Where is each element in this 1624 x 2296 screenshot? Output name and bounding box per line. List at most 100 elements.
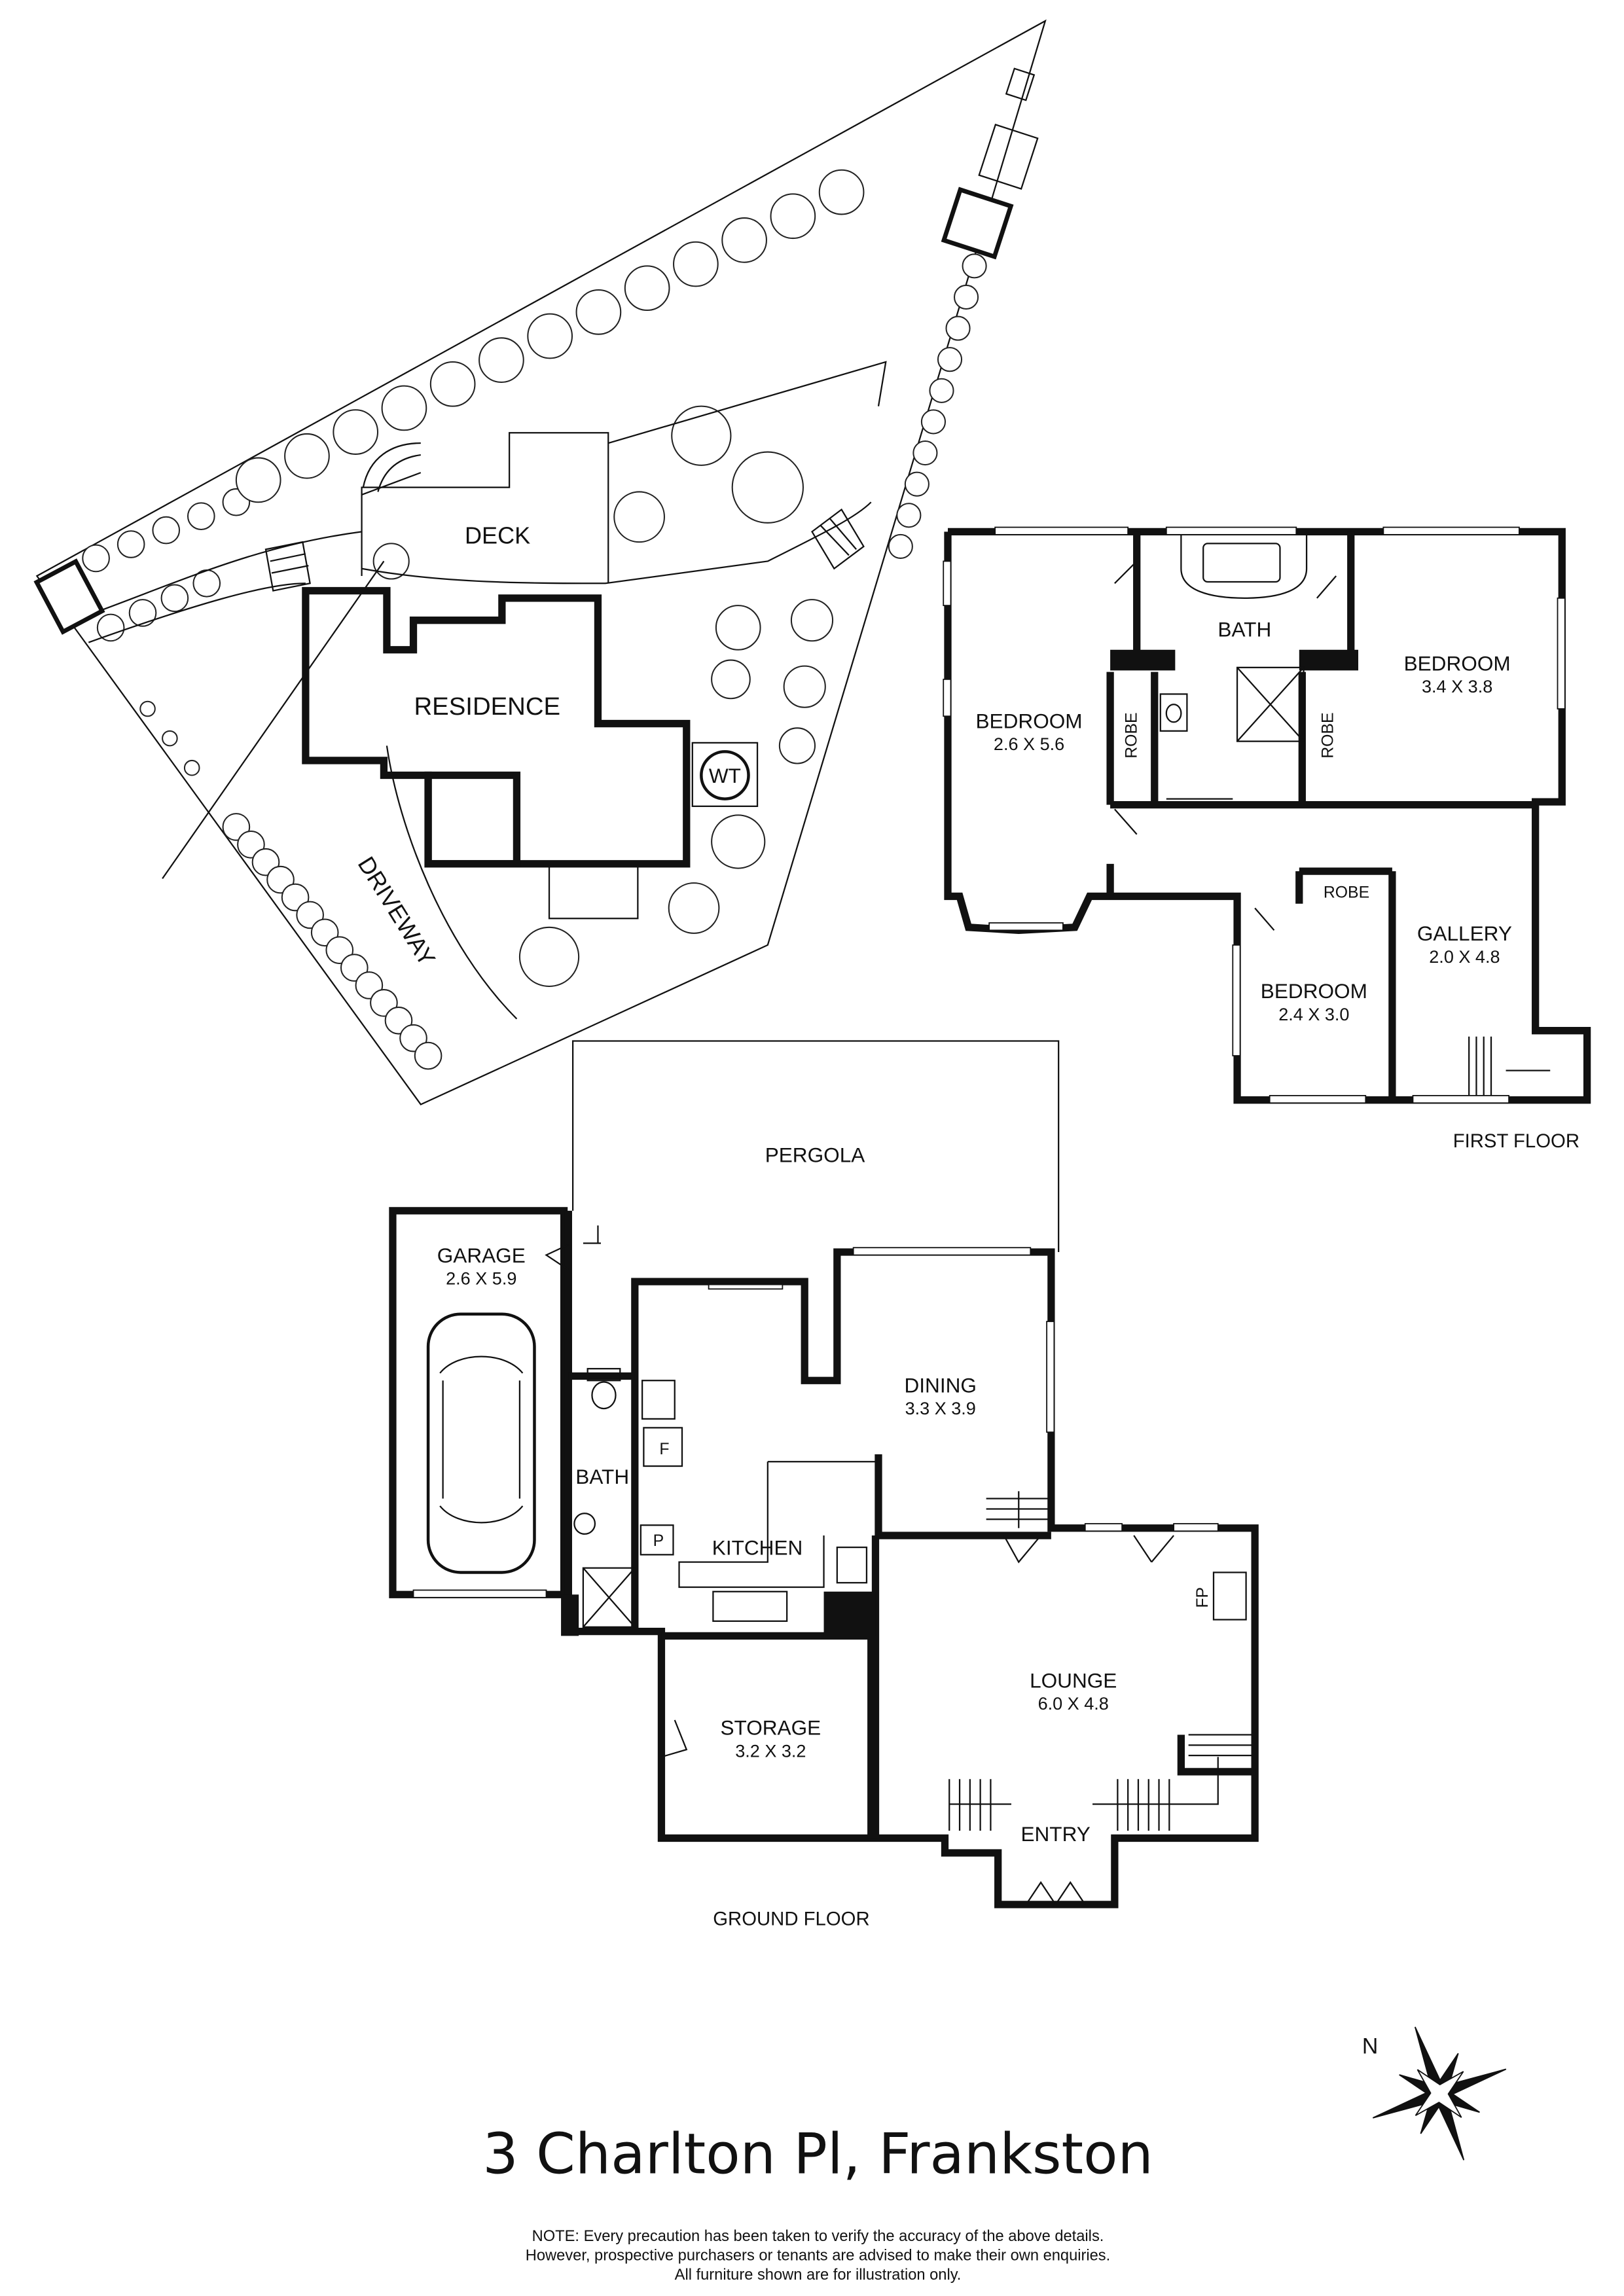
tree [912,440,938,466]
tree [183,759,200,776]
tree [668,882,720,934]
tree [790,599,834,642]
bedroom-3-label: BEDROOM [1261,979,1367,1003]
robe-label: ROBE [1320,712,1337,758]
tree [372,543,410,580]
robe-label: ROBE [1324,884,1369,902]
disclaimer-line: All furniture shown are for illustration… [675,2267,962,2284]
tree [139,700,156,717]
tree [429,361,476,407]
tree [381,385,427,431]
tree [673,241,719,287]
tree [128,599,157,627]
ground-floor-windows [708,1247,1219,1532]
tree [937,347,963,372]
garage-label: GARAGE [437,1244,526,1267]
trees [82,169,987,1070]
tree [731,451,804,524]
property-address: 3 Charlton Pl, Frankston [482,2121,1153,2187]
tree [333,409,379,455]
tree [478,337,524,383]
bath-fixtures [1114,534,1551,1096]
tree [414,1041,442,1070]
tree [778,727,816,764]
bedroom-2-size: 3.4 X 3.8 [1422,677,1492,696]
tree [575,289,622,335]
residence-outline [302,586,691,868]
ground-floor-outer-wall [564,1210,1259,1909]
tree [721,217,767,263]
ground-floor-title: GROUND FLOOR [713,1908,869,1929]
lounge-size: 6.0 X 4.8 [1038,1694,1109,1713]
tree [162,730,178,747]
tree [715,605,761,651]
tree [624,265,670,312]
driveway-label: DRIVEWAY [353,852,441,971]
deck-outline [361,432,609,584]
storage-size: 3.2 X 3.2 [735,1741,806,1761]
ground-floor-fixtures [545,1225,1252,1905]
pergola-label: PERGOLA [765,1143,865,1166]
tree [235,457,281,503]
first-floor-title: FIRST FLOOR [1453,1130,1579,1152]
tree [152,516,181,545]
tree [160,584,189,613]
garden-path [73,501,872,1020]
tree [896,503,922,528]
garden-path [162,361,887,880]
storage-label: STORAGE [720,1716,821,1740]
tree [518,926,580,988]
gallery-label: GALLERY [1417,922,1512,945]
water-tank-label: WT [709,764,741,787]
shed [33,558,105,635]
water-tank-pad [691,742,759,807]
first-floor-windows [943,526,1566,1104]
residence-label: RESIDENCE [414,692,560,721]
tree [671,405,732,466]
first-floor: BEDROOM 2.6 X 5.6 BATH BEDROOM 3.4 X 3.8… [943,526,1591,1152]
deck-label: DECK [465,522,530,548]
tree [954,284,979,310]
gallery-size: 2.0 X 4.8 [1429,947,1500,967]
dining-label: DINING [904,1373,976,1397]
ground-floor: PERGOLA GARAGE 2.6 X 5.9 DINING 3.3 X 3.… [389,1040,1259,1929]
site-boundary [35,19,1047,1105]
tree [117,530,145,558]
fridge-label: F [659,1441,669,1458]
structure [1005,67,1036,101]
tree [920,409,947,435]
bedroom-2-label: BEDROOM [1404,651,1511,675]
bedroom-1-label: BEDROOM [976,709,1083,732]
disclaimer-line: NOTE: Every precaution has been taken to… [532,2228,1104,2245]
north-label: N [1362,2034,1378,2059]
tree [904,471,929,497]
site-plan: DECK RESIDENCE WT DRIVEWAY [33,19,1047,1105]
tree [945,315,971,341]
dining-size: 3.3 X 3.9 [905,1399,976,1418]
shed [941,187,1014,260]
porch [548,866,639,920]
steps [264,442,865,592]
lounge-label: LOUNGE [1030,1668,1117,1692]
tree [527,313,573,359]
tree [783,665,826,708]
bedroom-1-size: 2.6 X 5.6 [994,734,1064,754]
fireplace-label: FP [1194,1587,1212,1608]
water-tank [700,750,750,800]
structure [978,123,1039,190]
pergola-outline [571,1040,1060,1253]
kitchen-label: KITCHEN [712,1535,803,1559]
bedroom-3-size: 2.4 X 3.0 [1278,1005,1349,1024]
garage-size: 2.6 X 5.9 [446,1269,516,1289]
tree [888,533,913,559]
first-floor-internal-walls [1106,531,1536,1100]
tree [82,544,110,573]
tree [929,378,954,403]
tree [96,613,125,642]
tree [711,814,766,869]
tree [962,253,987,279]
disclaimer-line: However, prospective purchasers or tenan… [526,2247,1110,2264]
pantry-label: P [653,1532,664,1550]
tree [818,169,865,215]
